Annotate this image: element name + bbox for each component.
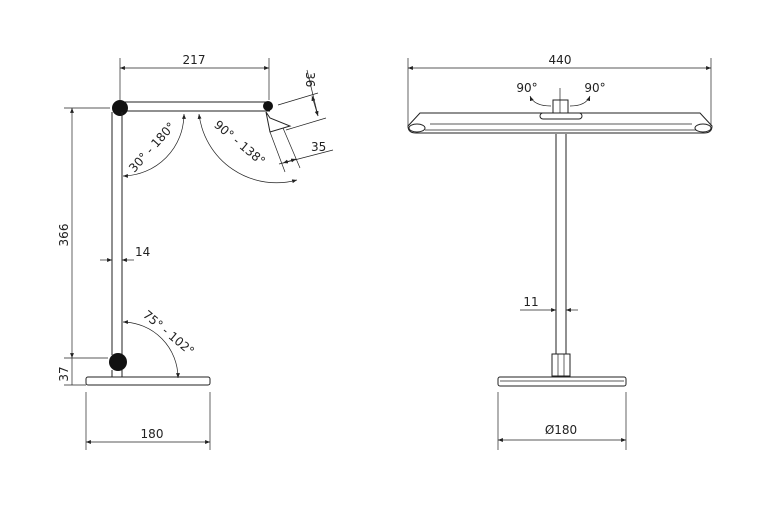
angle-base: 75° - 102° <box>122 308 197 379</box>
arm-length-label: 217 <box>183 53 206 67</box>
lamp-pole-front <box>551 134 571 377</box>
dimension-base-diameter: Ø180 <box>497 392 627 450</box>
head-width-label: 35 <box>311 140 326 154</box>
dimension-base-width: 180 <box>85 392 211 450</box>
dimension-head-width: 35 <box>269 127 334 173</box>
lamp-base-front <box>497 376 627 387</box>
angle-head: 90° - 138° <box>197 113 298 184</box>
rotate-left-label: 90° <box>516 81 537 95</box>
base-angle-label: 75° - 102° <box>140 308 197 359</box>
lamp-head-front <box>407 88 713 134</box>
front-head-width-label: 440 <box>549 53 572 67</box>
dimension-pole-width-front: 11 <box>520 295 578 312</box>
pole-width-label: 14 <box>135 245 150 259</box>
head-joint <box>263 101 273 111</box>
rotation-indicator: 90° 90° <box>516 81 606 107</box>
head-height-label: 36 <box>303 72 317 87</box>
base-diameter-label: Ø180 <box>545 423 577 437</box>
head-angle-label: 90° - 138° <box>211 118 268 169</box>
front-view: 440 90° 90° 11 <box>407 53 713 450</box>
base-width-label: 180 <box>141 427 164 441</box>
dimension-arm-length: 217 <box>119 53 270 100</box>
lamp-arm <box>112 100 292 133</box>
rotate-right-label: 90° <box>584 81 605 95</box>
dimension-head-width-front: 440 <box>407 53 712 126</box>
dimension-pole-width: 14 <box>100 245 150 262</box>
dimension-height: 366 37 <box>57 107 110 386</box>
side-view: 217 36 35 <box>57 53 334 450</box>
top-joint <box>112 100 128 116</box>
lamp-base-side <box>85 376 211 386</box>
lamp-pole <box>109 112 127 377</box>
lamp-head-side <box>265 111 292 133</box>
base-joint <box>109 353 127 371</box>
base-joint-height-label: 37 <box>57 366 71 381</box>
height-label: 366 <box>57 224 71 247</box>
dimension-head-height: 36 <box>277 69 327 131</box>
front-pole-width-label: 11 <box>523 295 538 309</box>
angle-arm: 30° - 180° <box>122 113 186 178</box>
base-hinge <box>551 353 571 377</box>
arm-angle-label: 30° - 180° <box>126 120 178 176</box>
